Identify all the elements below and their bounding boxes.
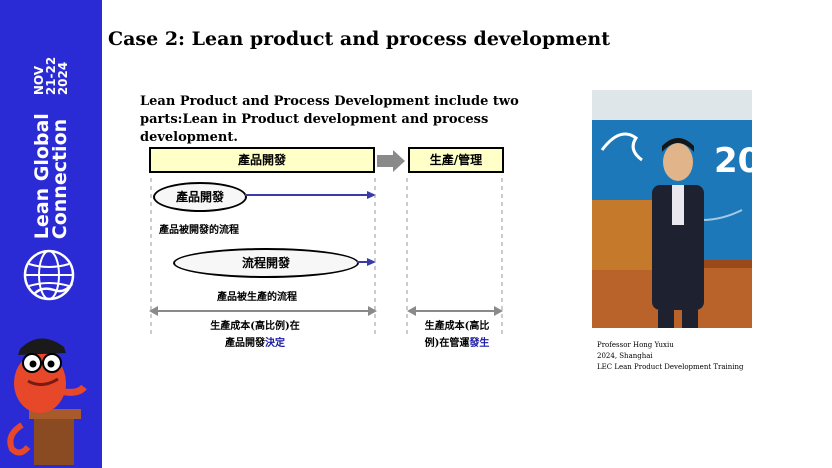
- note-right-prefix: 例)在管運: [424, 338, 470, 349]
- sidebar: Lean Global Connection NOV 21-22 2024: [0, 0, 102, 468]
- globe-icon: [23, 249, 75, 301]
- note-right-line-2: 例)在管運發生: [407, 335, 507, 352]
- bar-product-development: 產品開發: [149, 147, 375, 173]
- caption-product-flow: 產品被開發的流程: [159, 225, 239, 236]
- big-arrow-icon: [377, 150, 405, 172]
- span-arrow-left: [149, 306, 377, 316]
- brand-logo-text: Lean Global Connection: [31, 113, 71, 240]
- slide-intro-text: Lean Product and Process Development inc…: [140, 94, 519, 145]
- note-cost-decided: 生產成本(高比例)在 產品開發決定: [185, 318, 325, 352]
- note-right-highlight: 發生: [469, 338, 490, 349]
- note-left-line-1: 生產成本(高比例)在: [210, 321, 300, 332]
- photo-caption-line-3: LEC Lean Product Development Training: [597, 363, 744, 371]
- photo-banner-text: 20: [714, 141, 752, 181]
- oval-product-development: 產品開發: [153, 182, 247, 212]
- note-left-line-2: 產品開發決定: [185, 335, 325, 352]
- dates-year: 2024: [56, 61, 70, 96]
- note-cost-occurs: 生產成本(高比 例)在管運發生: [407, 318, 507, 352]
- photo-caption-line-2: 2024, Shanghai: [597, 352, 653, 360]
- dashed-guides: [150, 178, 503, 338]
- slide-title: Case 2: Lean product and process develop…: [108, 28, 611, 50]
- arrow-product-flow: [245, 191, 376, 199]
- span-arrow-right: [407, 306, 503, 316]
- speaker-photo-drawing: 20: [592, 90, 752, 328]
- brand-line-2: Connection: [49, 118, 71, 240]
- note-left-prefix: 產品開發: [225, 338, 265, 349]
- photo-caption: Professor Hong Yuxiu 2024, Shanghai LEC …: [597, 340, 744, 373]
- caption-process-flow: 產品被生產的流程: [217, 292, 297, 303]
- bar-production-management: 生產/管理: [408, 147, 504, 173]
- note-right-line-1: 生產成本(高比: [424, 321, 490, 332]
- speaker-photo: 20: [592, 90, 752, 328]
- arrow-process-flow: [357, 258, 376, 266]
- note-left-highlight: 決定: [265, 338, 285, 349]
- sidebar-branding: Lean Global Connection NOV 21-22 2024: [31, 57, 71, 240]
- oval-process-development: 流程開發: [173, 248, 359, 278]
- event-dates: NOV 21-22 2024: [32, 57, 70, 96]
- photo-caption-line-1: Professor Hong Yuxiu: [597, 341, 674, 349]
- chameleon-mascot-icon: [7, 338, 87, 465]
